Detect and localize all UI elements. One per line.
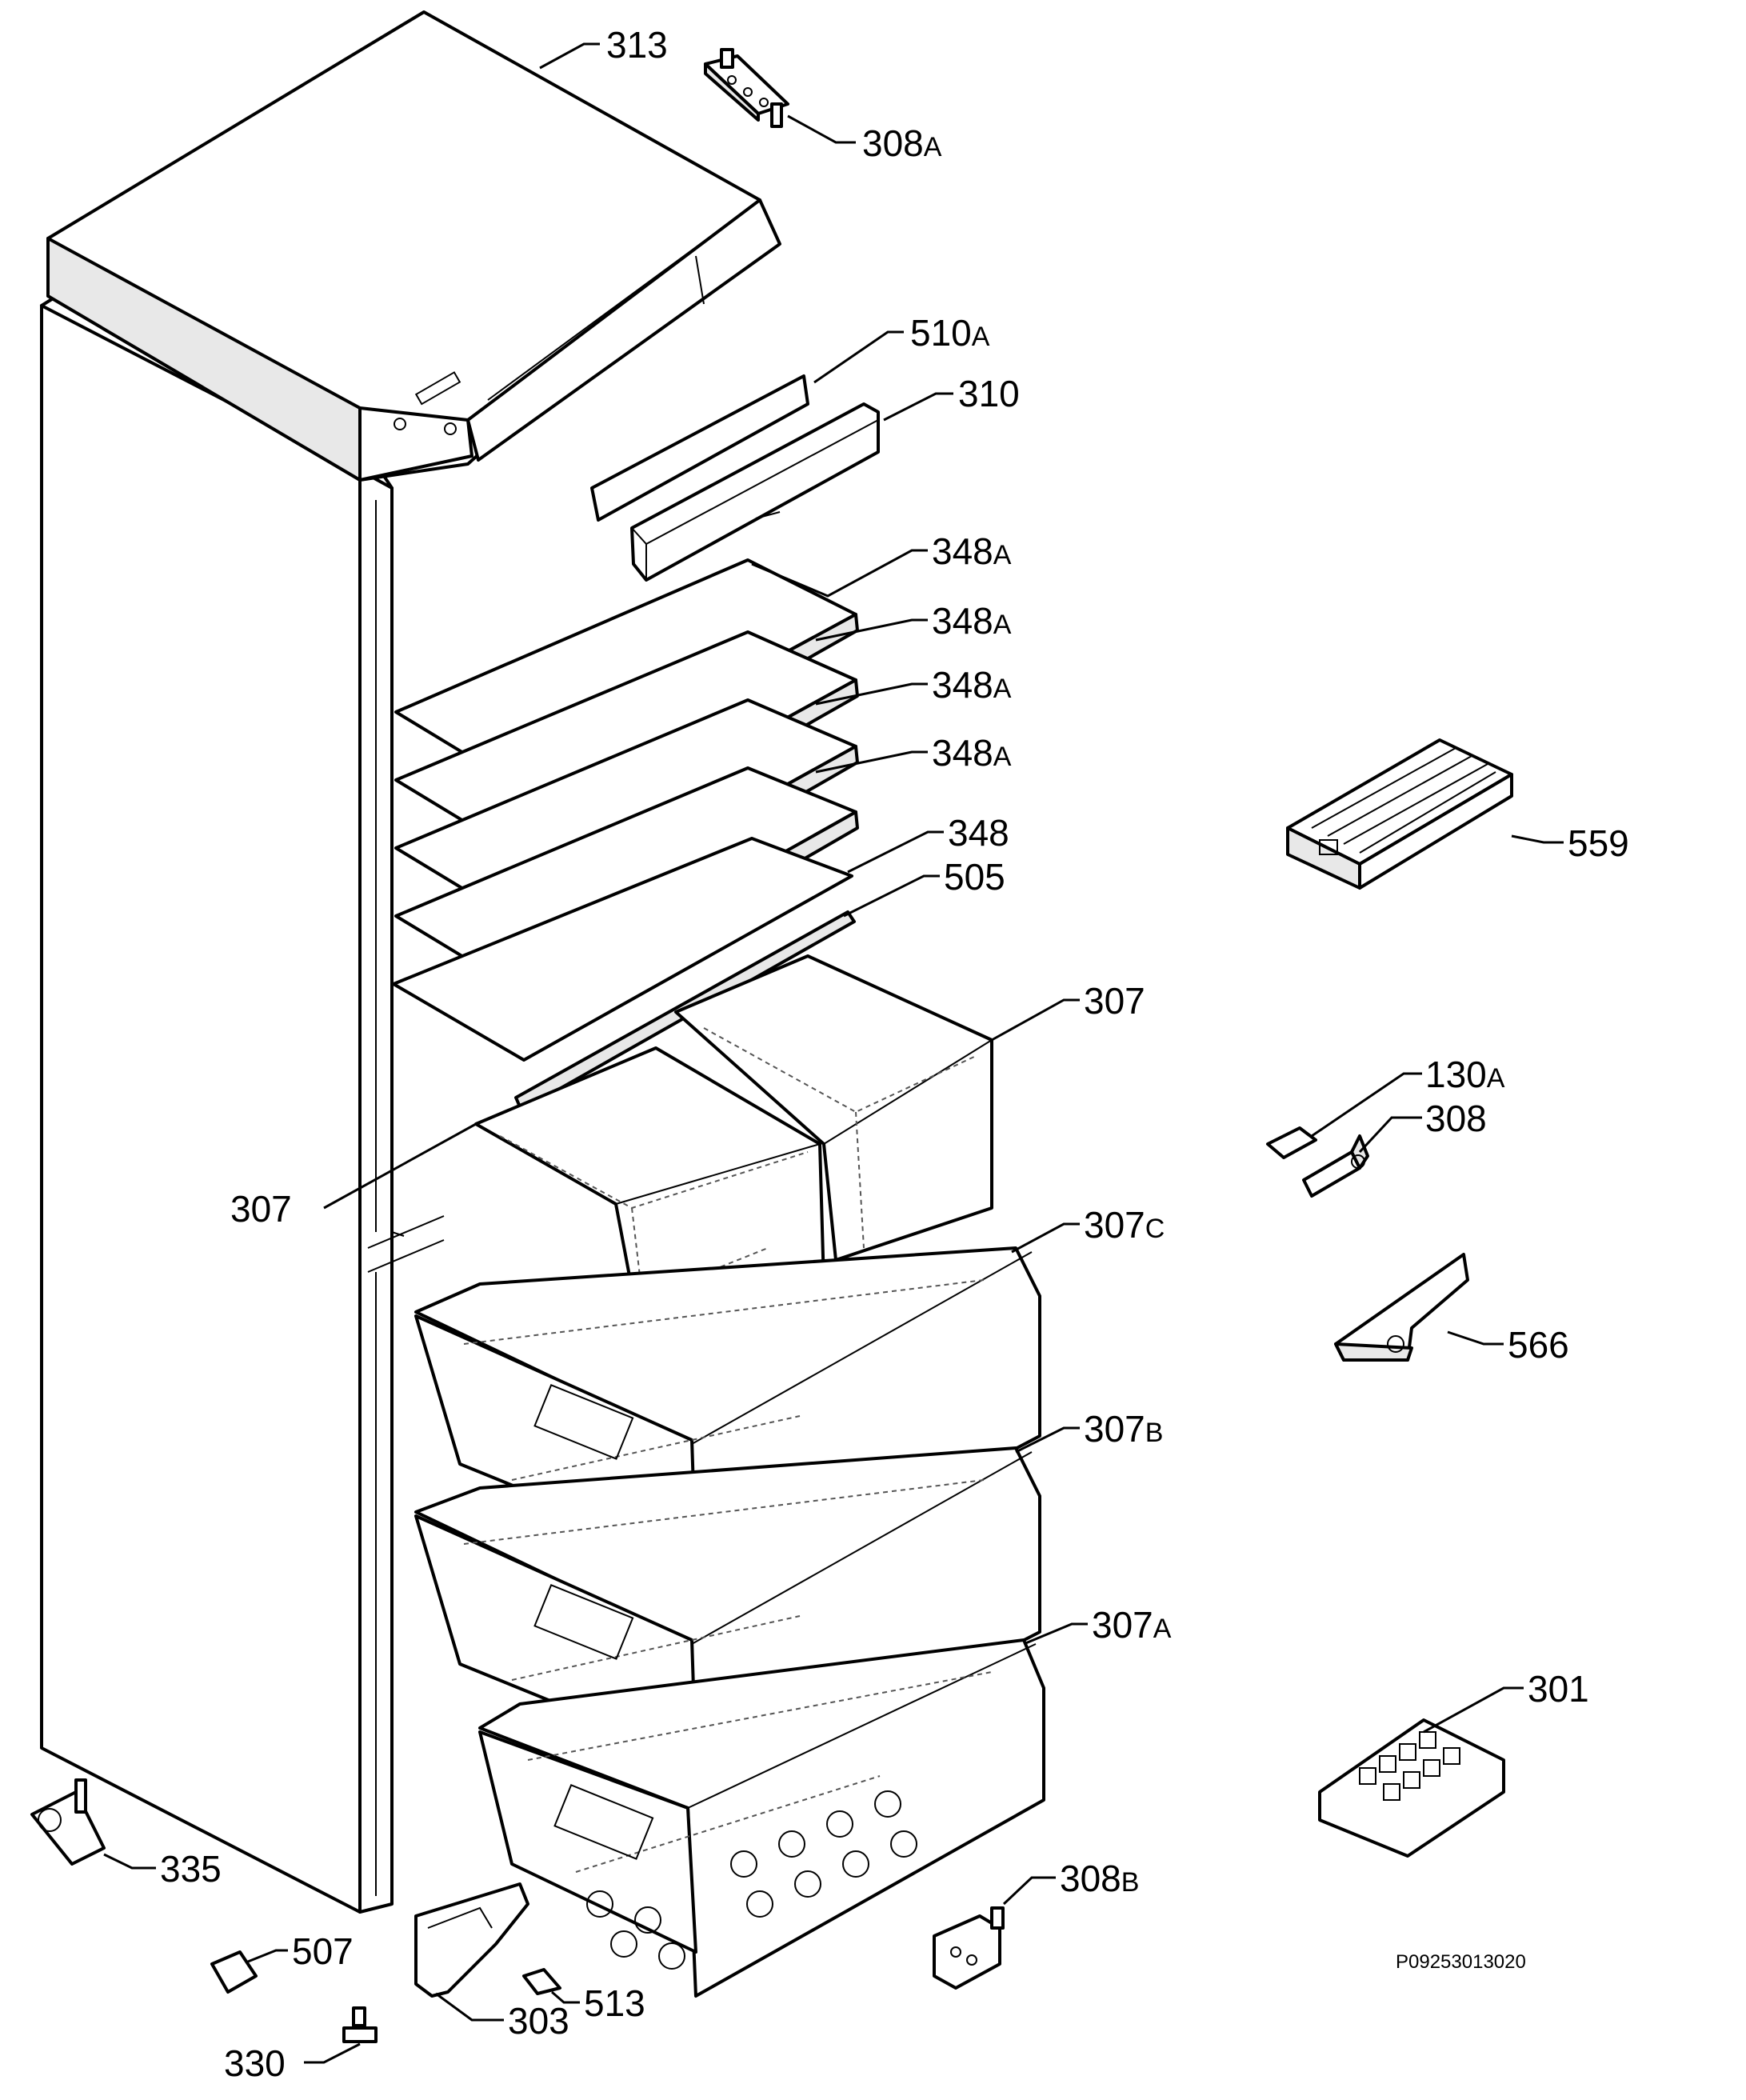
door-hinge-308 — [1302, 1134, 1369, 1198]
adjustable-foot-330 — [342, 2006, 378, 2043]
bottom-hinge-308b — [933, 1906, 1005, 1990]
label-348a-1: 348A — [932, 530, 1012, 572]
label-308: 308 — [1425, 1098, 1487, 1139]
label-559: 559 — [1568, 822, 1629, 864]
label-303: 303 — [508, 2000, 569, 2042]
control-panel-strip — [590, 374, 809, 522]
label-330: 330 — [224, 2042, 286, 2084]
glass-shelf-crisper — [392, 837, 853, 1062]
foot-bracket-335 — [30, 1778, 106, 1866]
label-308a: 308A — [862, 122, 942, 164]
label-335: 335 — [160, 1848, 222, 1890]
crisper-drawer-right — [674, 954, 993, 1262]
label-307c: 307C — [1084, 1204, 1165, 1246]
label-513: 513 — [584, 1982, 645, 2024]
label-507: 507 — [292, 1930, 354, 1972]
freezer-drawer-bottom — [478, 1638, 1045, 1998]
label-348a-4: 348A — [932, 732, 1012, 774]
hinge-cover-130a — [1266, 1126, 1317, 1159]
clip-507 — [210, 1950, 258, 1994]
label-566: 566 — [1508, 1324, 1569, 1366]
label-313: 313 — [606, 24, 668, 66]
drawing-code: P09253013020 — [1396, 1951, 1526, 1973]
ice-tray-grid-559 — [1286, 738, 1513, 890]
label-130a: 130A — [1425, 1054, 1505, 1095]
label-307b: 307B — [1084, 1408, 1163, 1450]
label-310: 310 — [958, 373, 1020, 414]
label-510a: 510A — [910, 312, 990, 354]
top-hinge — [704, 48, 789, 128]
label-307-left: 307 — [230, 1188, 292, 1230]
label-505: 505 — [944, 856, 1005, 898]
label-307-right: 307 — [1084, 980, 1145, 1022]
refrigerator-cabinet — [40, 296, 445, 1914]
label-348a-3: 348A — [932, 664, 1012, 706]
label-308b: 308B — [1060, 1858, 1139, 1899]
label-307a: 307A — [1092, 1604, 1172, 1646]
label-348a-2: 348A — [932, 600, 1012, 642]
kick-plate-303 — [414, 1882, 529, 1998]
ice-scoop-566 — [1334, 1253, 1469, 1362]
kick-plate-clip-513 — [522, 1968, 561, 1995]
ice-cube-tray-301 — [1318, 1718, 1505, 1858]
part-labels: 313 308A 510A 310 348A 348A 348A 348A 34… — [160, 24, 1629, 2084]
control-panel-cover — [630, 402, 880, 582]
leader-lines — [103, 42, 1564, 2064]
label-348: 348 — [948, 812, 1009, 854]
top-cover — [46, 10, 781, 482]
label-301: 301 — [1528, 1668, 1589, 1710]
